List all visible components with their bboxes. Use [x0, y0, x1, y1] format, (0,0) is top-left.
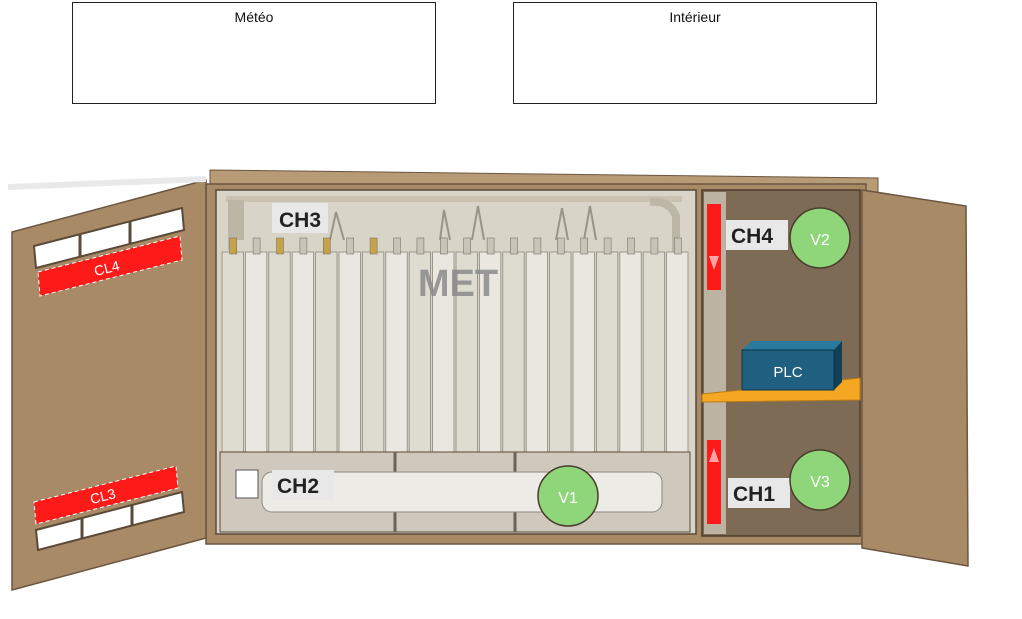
radiator-fin — [572, 251, 595, 453]
radiator-valve — [322, 237, 331, 255]
radiator-fin — [221, 251, 244, 453]
radiator-valve — [603, 237, 612, 255]
radiator-valve — [299, 237, 308, 255]
ch2-label-bg — [272, 470, 334, 500]
radiator-valve — [673, 237, 682, 255]
plc-box — [741, 349, 835, 391]
met-label: MET — [418, 263, 498, 305]
pipes — [226, 196, 682, 256]
ch3-label: CH3 — [279, 209, 321, 232]
ch1-label: CH1 — [733, 483, 775, 506]
ch4-label: CH4 — [731, 225, 773, 248]
radiator-valve — [416, 237, 425, 255]
bottom-grille — [34, 490, 186, 552]
radiator-valve — [229, 237, 237, 255]
radiator-fin — [666, 251, 689, 453]
ch4-label-bg — [726, 220, 788, 250]
radiator-valve — [580, 237, 589, 255]
radiator-fin — [502, 251, 525, 453]
cl4-heater — [37, 235, 183, 297]
ch1-label-bg — [728, 478, 790, 508]
radiator-fin — [268, 251, 291, 453]
cl4-label: CL4 — [92, 257, 121, 279]
meteo-panel-title: Météo — [234, 9, 274, 25]
radiator-fin — [244, 251, 268, 453]
radiator-valve — [650, 237, 659, 255]
radiator-fin — [385, 251, 408, 453]
v3-label: V3 — [810, 474, 830, 491]
v1-label: V1 — [558, 490, 578, 507]
interieur-panel: Intérieur — [513, 2, 877, 104]
radiator-valve — [393, 237, 401, 255]
radiator-fin — [619, 251, 642, 453]
v2-fan — [789, 207, 851, 269]
meteo-panel: Météo — [72, 2, 436, 104]
radiator-fin — [596, 251, 619, 453]
radiator-fin — [549, 251, 572, 453]
v3-fan — [789, 449, 851, 511]
radiator-fin — [525, 251, 549, 453]
radiator-fin — [338, 251, 361, 453]
radiator-valve — [276, 237, 284, 255]
v1-fan — [537, 465, 599, 527]
ch4-heater — [707, 204, 721, 290]
plc-label: PLC — [773, 364, 802, 381]
radiator-fin — [361, 251, 385, 453]
top-grille — [32, 206, 186, 270]
radiator-valve — [252, 237, 261, 255]
radiator-valve — [556, 237, 565, 255]
ch3-label-bg — [272, 203, 328, 233]
v2-label: V2 — [810, 232, 830, 249]
radiator-valve — [369, 237, 378, 255]
radiator-valve — [346, 237, 355, 255]
radiator-valve — [439, 237, 448, 255]
cl3-heater — [33, 465, 179, 525]
radiator-fin — [315, 251, 338, 453]
cl3-label: CL3 — [88, 485, 117, 507]
radiator-valve — [510, 237, 518, 255]
radiator-valve — [533, 237, 542, 255]
interieur-panel-title: Intérieur — [669, 9, 721, 25]
radiator-valve — [627, 237, 635, 255]
radiator-fin — [642, 251, 666, 453]
radiator-valve — [463, 237, 472, 255]
right-door — [861, 189, 969, 567]
radiator-fin — [291, 251, 315, 453]
ch2-label: CH2 — [277, 475, 319, 498]
radiator-valve — [486, 237, 495, 255]
